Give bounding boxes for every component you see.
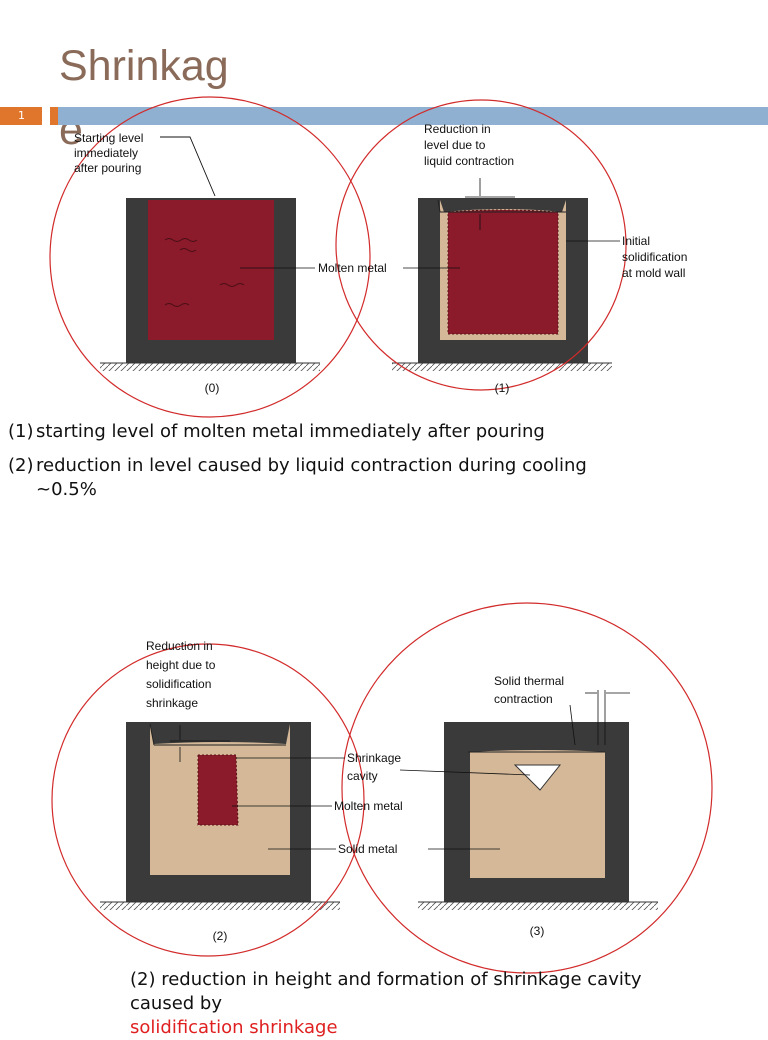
svg-text:liquid contraction: liquid contraction [424, 154, 514, 168]
title-band: 1 [0, 105, 768, 125]
highlight-circle [51, 643, 365, 957]
starting-level-annotation: Starting level immediately after pouring [74, 131, 216, 197]
highlight-circle [49, 96, 371, 418]
svg-text:Molten metal: Molten metal [318, 261, 387, 275]
svg-text:level due to: level due to [424, 138, 486, 152]
svg-text:Initial: Initial [622, 234, 650, 248]
svg-text:Starting level: Starting level [74, 131, 143, 145]
svg-text:solidification: solidification [622, 250, 687, 264]
svg-text:contraction: contraction [494, 692, 553, 706]
highlight-circle [335, 99, 627, 391]
list-item: (1) starting level of molten metal immed… [8, 421, 545, 442]
page-number-box [0, 107, 42, 125]
svg-text:after pouring: after pouring [74, 161, 141, 175]
solid-metal-annotation: Solid metal [268, 842, 500, 856]
svg-text:immediately: immediately [74, 146, 138, 160]
stage-3-mold [418, 722, 658, 910]
svg-text:Reduction in: Reduction in [424, 122, 491, 136]
caption-stage-2: (2) reduction in height and formation of… [130, 969, 642, 1038]
stage-0-label: (0) [205, 381, 220, 395]
svg-text:Shrinkage: Shrinkage [347, 751, 401, 765]
svg-text:Reduction in: Reduction in [146, 639, 213, 653]
svg-text:shrinkage: shrinkage [146, 696, 198, 710]
band-accent [50, 107, 58, 125]
svg-text:cavity: cavity [347, 769, 378, 783]
molten-metal-annotation: Molten metal [240, 261, 460, 275]
stage-1-label: (1) [495, 381, 510, 395]
stage-2-mold [100, 722, 340, 910]
svg-text:Solid metal: Solid metal [338, 842, 397, 856]
highlight-circle [341, 602, 713, 974]
page-number: 1 [18, 109, 25, 122]
shrinkage-cavity-annotation: Shrinkage cavity [236, 751, 531, 783]
svg-text:Solid thermal: Solid thermal [494, 674, 564, 688]
initial-solidification-annotation: Initial solidification at mold wall [566, 234, 687, 280]
stage-1-mold [392, 198, 612, 371]
svg-text:height due to: height due to [146, 658, 216, 672]
svg-text:Molten metal: Molten metal [334, 799, 403, 813]
reduction-height-annotation: Reduction in height due to solidificatio… [146, 639, 230, 762]
stage-3-label: (3) [530, 924, 545, 938]
solid-thermal-annotation: Solid thermal contraction [494, 674, 630, 746]
band-bar [58, 107, 768, 125]
list-item: (2) reduction in level caused by liquid … [8, 455, 587, 476]
list-item-extra: ~0.5% [36, 479, 97, 500]
stage-description-list: (1) starting level of molten metal immed… [8, 420, 748, 502]
reduction-liquid-annotation: Reduction in level due to liquid contrac… [424, 122, 515, 230]
svg-text:at mold wall: at mold wall [622, 266, 685, 280]
stage-2-label: (2) [213, 929, 228, 943]
stage-0-mold [100, 198, 320, 371]
svg-text:solidification: solidification [146, 677, 211, 691]
molten-metal-annotation-bottom: Molten metal [232, 799, 403, 813]
